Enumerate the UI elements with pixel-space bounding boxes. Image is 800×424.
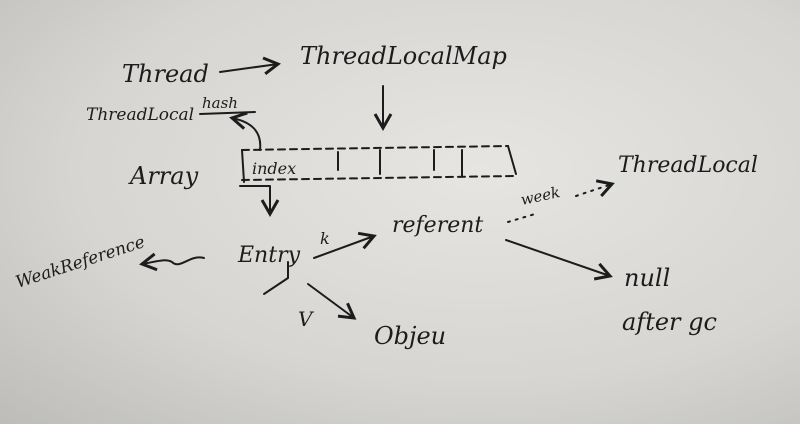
hash-underline xyxy=(199,111,256,115)
k-arrow xyxy=(313,231,377,259)
threadlocalmap-label: ThreadLocalMap xyxy=(300,42,507,70)
null-label: null xyxy=(624,264,670,292)
entry-to-weakreference-arrow xyxy=(139,252,205,272)
thread-to-map-arrow xyxy=(219,56,281,76)
threadlocal-hash-label: ThreadLocal xyxy=(86,105,194,125)
referent-label: referent xyxy=(392,213,483,238)
v-label: V xyxy=(298,307,315,331)
index-label: index xyxy=(252,159,296,178)
array-box xyxy=(241,145,517,183)
weak-arrow xyxy=(507,184,612,223)
referent-to-null-arrow xyxy=(505,239,613,281)
index-to-entry-arrow xyxy=(239,185,280,218)
hash-label: hash xyxy=(202,94,238,112)
weakreference-label: WeakReference xyxy=(13,232,147,293)
weak-label: week xyxy=(519,183,562,209)
thread-label: Thread xyxy=(122,60,209,88)
k-label: k xyxy=(320,229,330,248)
threadlocal-right-label: ThreadLocal xyxy=(618,153,758,178)
index-to-hash-arrow xyxy=(229,111,262,151)
array-label: Array xyxy=(128,162,199,190)
object-label: Objeu xyxy=(374,322,446,350)
entry-label: Entry xyxy=(237,243,301,268)
v-arrow xyxy=(307,283,357,320)
entry-stroke xyxy=(263,261,289,295)
after-gc-label: after gc xyxy=(622,308,717,336)
